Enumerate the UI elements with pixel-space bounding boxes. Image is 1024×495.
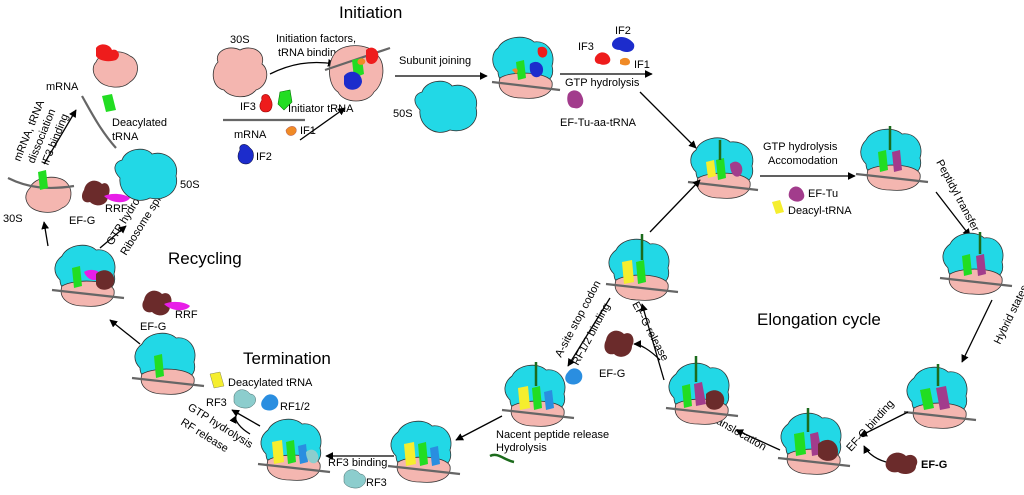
label-ef-g-binding: EF-G binding: [844, 398, 896, 454]
label-hydrolysis: Hydrolysis: [496, 442, 547, 454]
rf3-released: [233, 389, 256, 409]
ribosome-rf3-bound: [257, 418, 331, 481]
70s-initiation-complex: [491, 36, 561, 99]
released-50s-subunit: [114, 148, 178, 201]
label-hybrid-states: Hybrid states: [992, 283, 1024, 346]
label-50s-released: 50S: [180, 179, 200, 191]
free-30s-subunit: [212, 47, 268, 98]
label-ef-g-released: EF-G: [599, 368, 625, 380]
free-deacylated-trna: [102, 94, 116, 112]
ribosome-hybrid-state: [903, 364, 977, 429]
ef-g-released-recycling: [82, 180, 110, 206]
label-ef-tu: EF-Tu: [808, 188, 838, 200]
label-ef-g-released-recycling: EF-G: [69, 215, 95, 227]
label-if3: IF3: [240, 101, 256, 113]
rrf-incoming: [164, 301, 190, 311]
ribosome-translocated: [665, 356, 739, 425]
ef-g-incoming: [885, 452, 918, 474]
label-deacylated-trna: Deacylated tRNA: [228, 377, 313, 389]
label-gtp-hydrolysis-accomodation: GTP hydrolysis: [763, 141, 838, 153]
ef-tu-aa-trna: [567, 90, 584, 109]
label-50s: 50S: [393, 108, 413, 120]
label-rf3-incoming: RF3: [366, 477, 387, 489]
label-rf12-released: RF1/2: [280, 401, 310, 413]
label-if1: IF1: [300, 125, 316, 137]
ribosome-ef-g-bound: [777, 408, 851, 475]
label-nacent-peptide-release: Nacent peptide release: [496, 429, 609, 441]
label-rf3-released: RF3: [206, 397, 227, 409]
label-if1-released: IF1: [634, 59, 650, 71]
if3-factor: [259, 94, 273, 113]
if2-released: [612, 37, 635, 52]
label-trna: tRNA: [112, 131, 139, 143]
heading-recycling: Recycling: [168, 249, 242, 268]
initiator-trna: [277, 89, 293, 111]
label-trna-binding: tRNA binding: [278, 47, 342, 59]
if2-factor: [237, 144, 254, 165]
30s-initiation-complex: [324, 45, 391, 102]
ef-tu-released: [788, 186, 805, 202]
label-initiation-factors: Initiation factors,: [276, 33, 356, 45]
label-deacyl-trna: Deacyl-tRNA: [788, 205, 852, 217]
if1-released: [620, 57, 630, 66]
heading-elongation-cycle: Elongation cycle: [757, 310, 881, 329]
ribosome-aminoacyl-delivery: [687, 137, 759, 199]
label-ef-g-incoming: EF-G: [921, 459, 947, 471]
rf12-incoming: [565, 368, 583, 385]
rf12-released: [261, 394, 279, 411]
ef-g-recycling-incoming: [142, 290, 172, 316]
if1-factor: [285, 126, 297, 136]
rf3-incoming: [343, 469, 366, 489]
label-rrf: RRF: [175, 309, 198, 321]
free-mrna: [81, 95, 117, 149]
heading-initiation: Initiation: [339, 3, 402, 22]
label-ef-tu-aa-trna: EF-Tu-aa-tRNA: [560, 117, 637, 129]
label-ef-g-recycling: EF-G: [140, 321, 166, 333]
ef-g-released: [604, 330, 634, 357]
ribosome-accommodated: [855, 126, 929, 191]
label-gtp-hydrolysis-initiation: GTP hydrolysis: [565, 77, 640, 89]
ribosome-post-translocation: [605, 234, 679, 301]
released-30s-complex: [7, 170, 75, 213]
label-peptidyl-transfer: Peptidyl transfer: [933, 158, 981, 234]
if3-released: [594, 52, 611, 65]
label-rrf-released: RRF: [105, 203, 128, 215]
rrf-released: [104, 193, 130, 203]
label-subunit-joining: Subunit joining: [399, 55, 471, 67]
label-rf3-binding: RF3 binding: [328, 457, 387, 469]
ribosome-post-termination: [131, 332, 205, 395]
label-30s: 30S: [230, 34, 250, 46]
label-30s-released: 30S: [3, 213, 23, 225]
deacyl-trna-released: [772, 200, 784, 214]
label-if3-released: IF3: [578, 41, 594, 53]
deacylated-trna-released: [209, 371, 225, 389]
label-accomodation: Accomodation: [768, 155, 838, 167]
ribosome-rf12-bound: [501, 362, 575, 427]
heading-termination: Termination: [243, 349, 331, 368]
label-mrna: mRNA: [234, 129, 267, 141]
label-mrna-free: mRNA: [46, 81, 79, 93]
ribosome-peptide-released: [387, 420, 461, 483]
ribosome-ef-g-rrf-bound: [51, 244, 125, 307]
released-peptide: [489, 453, 515, 464]
label-deacylated: Deacylated: [112, 117, 167, 129]
free-50s-subunit: [414, 80, 478, 133]
label-if2: IF2: [256, 151, 272, 163]
30s-if3-complex: [92, 44, 138, 88]
label-if2-released: IF2: [615, 25, 631, 37]
ribosome-peptidyl-transfer: [939, 232, 1013, 295]
